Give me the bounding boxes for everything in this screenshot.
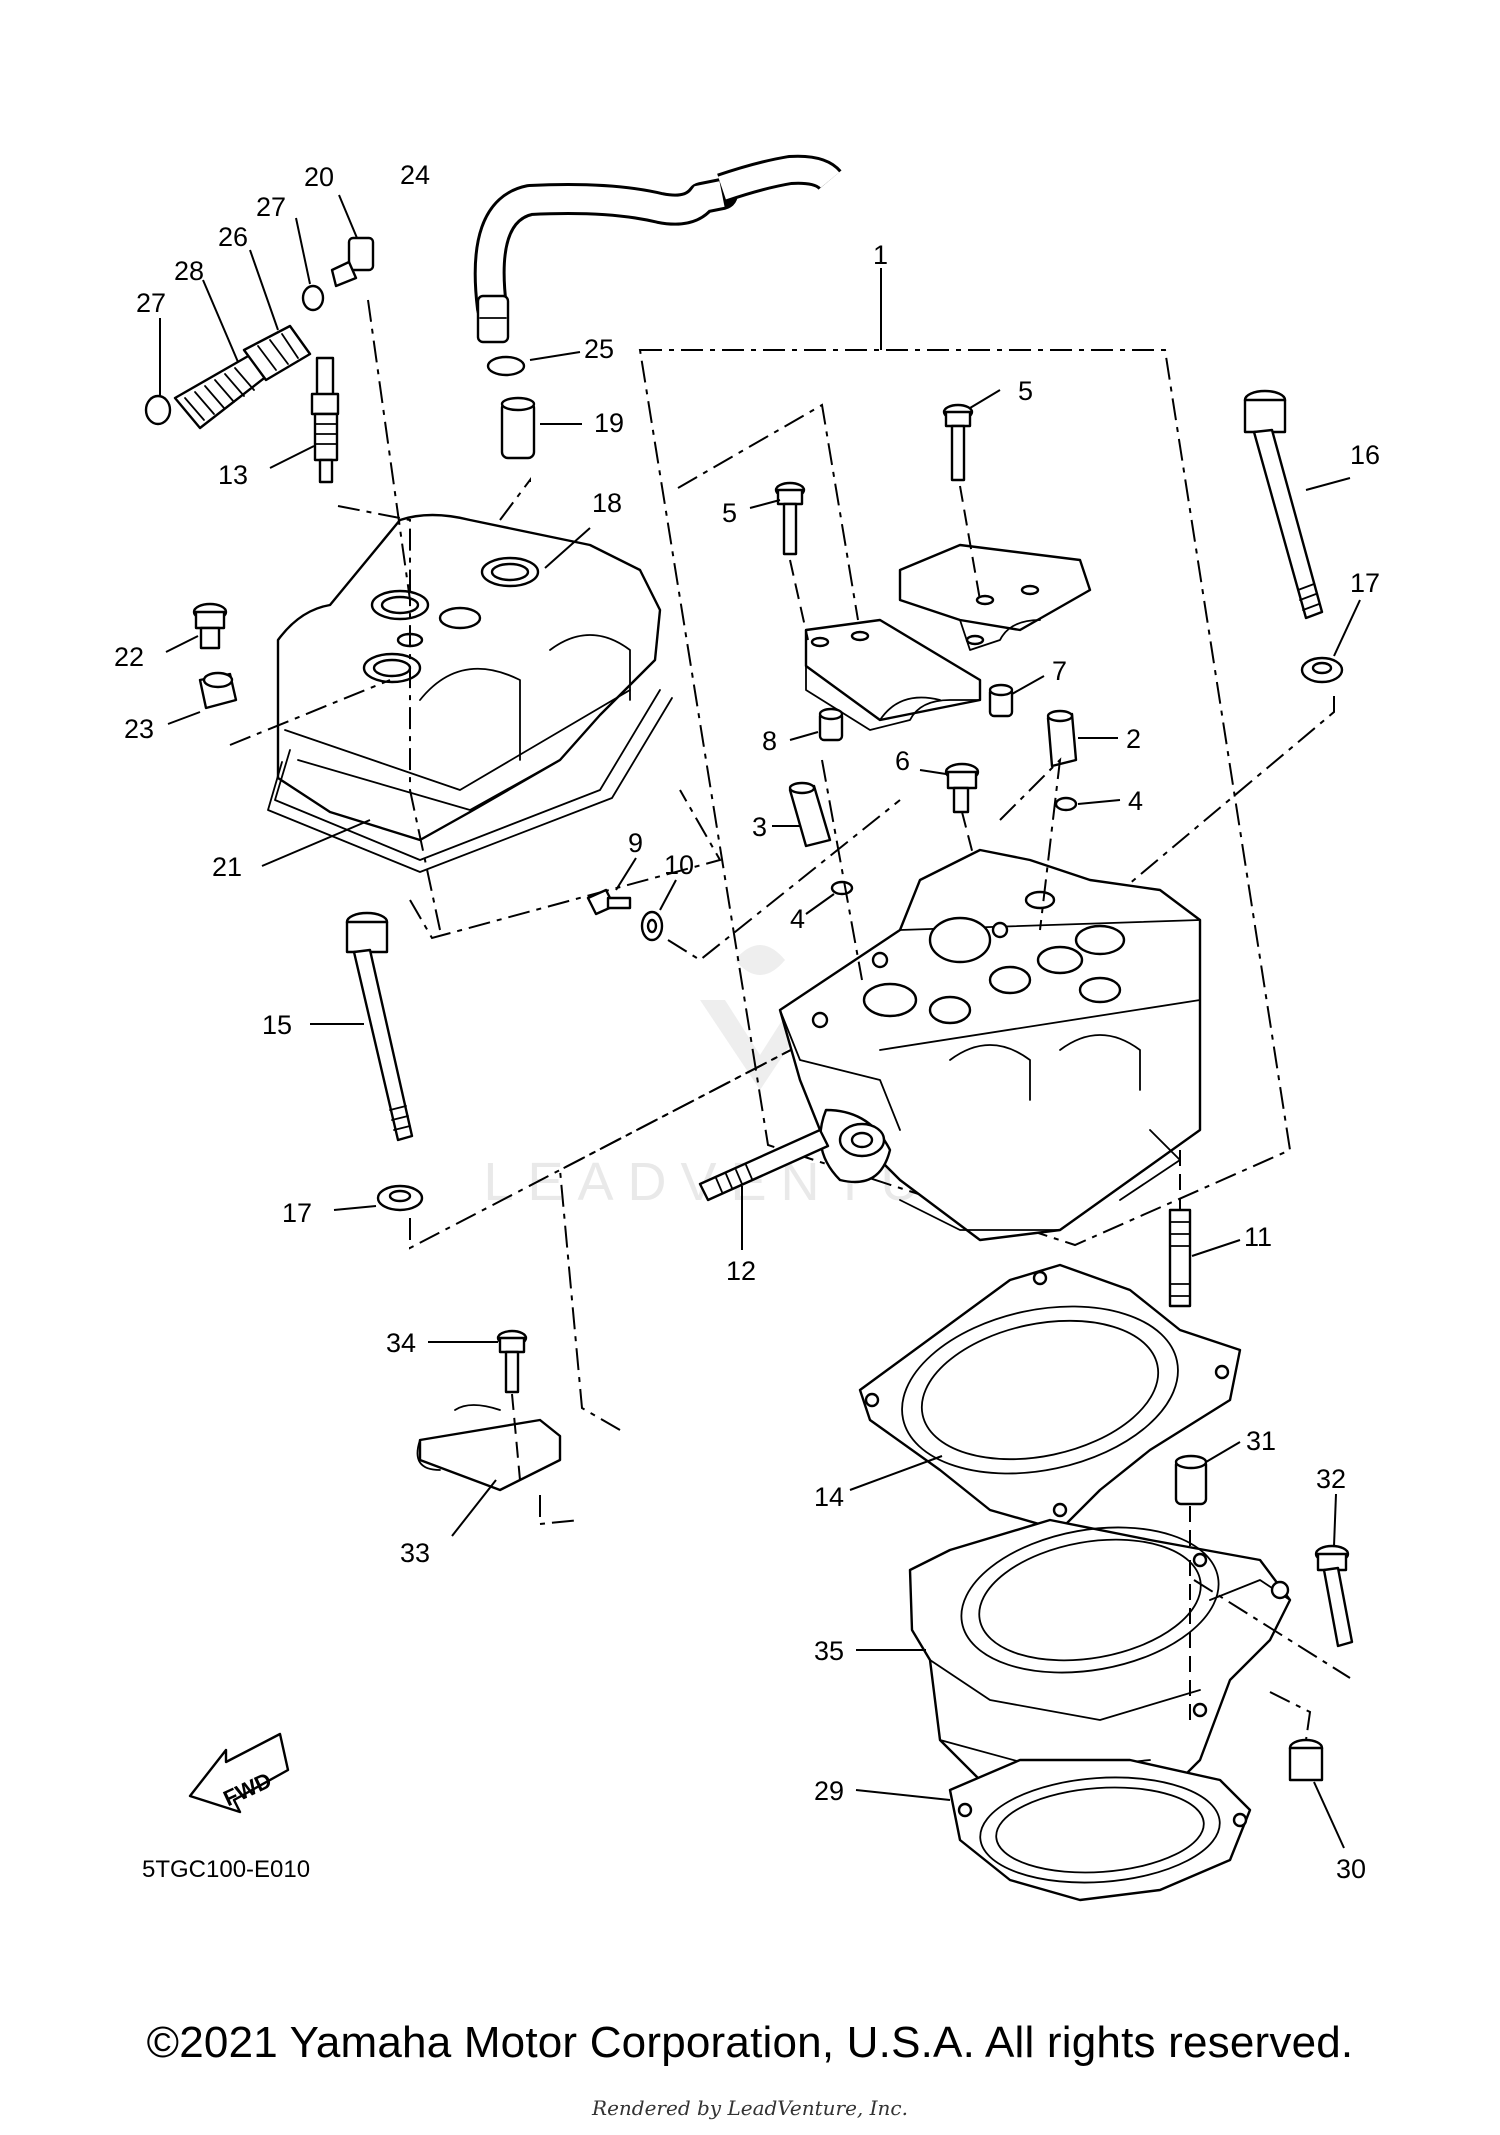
label-part-5a: 5 xyxy=(1018,376,1033,406)
label-part-31: 31 xyxy=(1246,1426,1276,1456)
cylinder-nut-30 xyxy=(1288,1738,1345,1849)
label-part-27b: 27 xyxy=(256,192,286,222)
cap-bolt-2 xyxy=(942,389,1001,601)
valve-guide-2 xyxy=(1046,709,1118,768)
cap-bolt-1 xyxy=(749,481,809,641)
assembly-boundary xyxy=(638,349,1292,1247)
stud-12 xyxy=(698,1128,830,1250)
label-part-26: 26 xyxy=(218,222,248,252)
label-part-22: 22 xyxy=(114,642,144,672)
label-part-35: 35 xyxy=(814,1636,844,1666)
label-part-2: 2 xyxy=(1126,724,1141,754)
forward-arrow: FWD xyxy=(188,1732,290,1814)
long-bolt-right xyxy=(1243,389,1351,620)
label-part-25: 25 xyxy=(584,334,614,364)
label-part-5b: 5 xyxy=(722,498,737,528)
camshaft-cap-front xyxy=(804,618,982,731)
cover-bolt xyxy=(165,602,228,653)
label-part-27a: 27 xyxy=(136,288,166,318)
label-part-19: 19 xyxy=(594,408,624,438)
label-part-20: 20 xyxy=(304,162,334,192)
camshaft-cap-rear xyxy=(898,543,1092,651)
label-part-16: 16 xyxy=(1350,440,1380,470)
label-part-24: 24 xyxy=(400,160,430,190)
label-part-3: 3 xyxy=(752,812,767,842)
head-gasket xyxy=(849,1263,1242,1532)
label-part-9: 9 xyxy=(628,828,643,858)
long-bolt-left xyxy=(310,911,414,1142)
label-part-34: 34 xyxy=(386,1328,416,1358)
label-part-6: 6 xyxy=(895,746,910,776)
boot-assembly xyxy=(144,217,325,430)
label-part-18: 18 xyxy=(592,488,622,518)
rendered-by-note: Rendered by LeadVenture, Inc. xyxy=(592,2096,908,2120)
hose-clip xyxy=(486,351,581,377)
label-part-8: 8 xyxy=(762,726,777,756)
copyright-notice: ©2021 Yamaha Motor Corporation, U.S.A. A… xyxy=(146,2018,1354,2067)
hose-joint xyxy=(500,396,582,460)
washer-left xyxy=(333,1184,424,1212)
dowel-pin-7 xyxy=(988,675,1045,718)
cylinder-head xyxy=(778,848,1202,1242)
oring-4-right xyxy=(1054,796,1121,812)
label-part-17a: 17 xyxy=(1350,568,1380,598)
label-part-1: 1 xyxy=(873,240,888,270)
stud-11 xyxy=(1168,1208,1241,1308)
label-part-30: 30 xyxy=(1336,1854,1366,1884)
label-part-11: 11 xyxy=(1244,1222,1272,1252)
label-part-14: 14 xyxy=(814,1482,844,1512)
plug-cap xyxy=(330,194,375,288)
dowel-pin-8 xyxy=(789,707,844,742)
bolt-9 xyxy=(586,857,637,916)
label-part-29: 29 xyxy=(814,1776,844,1806)
washer-10 xyxy=(640,879,677,942)
spark-plug xyxy=(269,356,340,484)
label-part-32: 32 xyxy=(1316,1464,1346,1494)
label-part-28: 28 xyxy=(174,256,204,286)
cylinder-gasket xyxy=(855,1758,1252,1902)
part-labels: 1 2 3 4 4 5 5 6 7 8 9 10 11 12 13 14 15 … xyxy=(114,160,1380,1884)
label-part-23: 23 xyxy=(124,714,154,744)
cover-washer xyxy=(167,671,238,725)
washer-right xyxy=(1300,599,1361,684)
oring-4-left xyxy=(805,880,854,915)
guide-bracket xyxy=(416,1404,562,1537)
label-part-4a: 4 xyxy=(1128,786,1143,816)
valve-guide-3 xyxy=(772,781,832,848)
label-part-15: 15 xyxy=(262,1010,292,1040)
dowel-pin-31 xyxy=(1174,1441,1241,1506)
label-part-7: 7 xyxy=(1052,656,1067,686)
cylinder-bolt-32 xyxy=(1314,1493,1354,1648)
breather-hose xyxy=(473,154,842,344)
label-part-10: 10 xyxy=(664,850,694,880)
label-part-12: 12 xyxy=(726,1256,756,1286)
bracket-bolt-34 xyxy=(428,1329,528,1394)
label-part-21: 21 xyxy=(212,852,242,882)
label-part-4b: 4 xyxy=(790,904,805,934)
label-part-17b: 17 xyxy=(282,1198,312,1228)
label-part-13: 13 xyxy=(218,460,248,490)
label-part-33: 33 xyxy=(400,1538,430,1568)
diagram-code: 5TGC100-E010 xyxy=(142,1856,311,1883)
cylinder-head-cover xyxy=(261,513,673,873)
